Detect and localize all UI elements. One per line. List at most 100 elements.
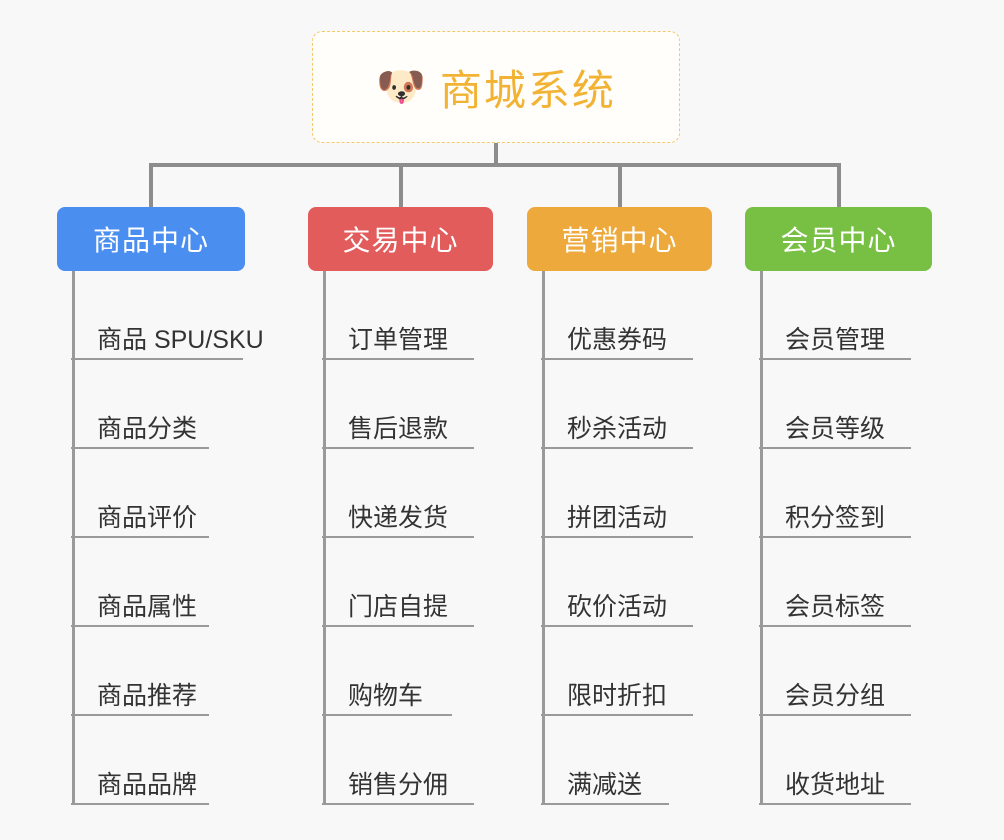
column-spine	[760, 271, 763, 805]
leaf-item-label: 商品评价	[97, 503, 198, 532]
connector-root-stem	[494, 143, 498, 167]
leaf-item-label: 优惠券码	[567, 325, 668, 354]
leaf-underline	[71, 358, 243, 360]
leaf-item-label: 购物车	[348, 681, 424, 710]
root-node[interactable]: 🐶 商城系统	[312, 31, 680, 143]
leaf-underline	[759, 536, 911, 538]
leaf-item-label: 会员标签	[785, 592, 886, 621]
leaf-item-label: 满减送	[567, 770, 643, 799]
leaf-underline	[759, 358, 911, 360]
leaf-item-label: 秒杀活动	[567, 414, 668, 443]
category-header-label: 交易中心	[342, 225, 459, 256]
leaf-item[interactable]: 会员标签	[745, 538, 932, 627]
leaf-underline	[322, 447, 474, 449]
column-product-center: 商品中心商品 SPU/SKU 商品分类商品评价商品属性商品推荐商品品牌	[57, 207, 264, 805]
leaf-item[interactable]: 秒杀活动	[527, 360, 712, 449]
column-spine	[542, 271, 545, 805]
leaf-underline	[759, 803, 911, 805]
leaf-item[interactable]: 购物车	[308, 627, 493, 716]
connector-drop-product-center	[149, 163, 153, 207]
leaf-underline	[759, 447, 911, 449]
category-header-product-center[interactable]: 商品中心	[57, 207, 245, 271]
leaf-item-label: 拼团活动	[567, 503, 668, 532]
leaf-item-label: 商品推荐	[97, 681, 198, 710]
leaf-item[interactable]: 商品品牌	[57, 716, 245, 805]
leaf-item-label: 收货地址	[785, 770, 886, 799]
leaf-item-label: 会员等级	[785, 414, 886, 443]
category-header-label: 营销中心	[561, 225, 678, 256]
leaf-item[interactable]: 会员分组	[745, 627, 932, 716]
category-header-trade-center[interactable]: 交易中心	[308, 207, 493, 271]
leaf-item-label: 订单管理	[348, 325, 449, 354]
leaf-underline	[322, 536, 474, 538]
leaf-item-label: 会员分组	[785, 681, 886, 710]
leaf-underline	[759, 625, 911, 627]
column-spine	[323, 271, 326, 805]
leaf-underline	[541, 358, 693, 360]
leaf-item-label: 售后退款	[348, 414, 449, 443]
leaf-item[interactable]: 订单管理	[308, 271, 493, 360]
connector-drop-member-center	[836, 163, 841, 207]
leaf-item[interactable]: 会员等级	[745, 360, 932, 449]
leaf-underline	[71, 714, 209, 716]
column-member-center: 会员中心会员管理会员等级积分签到会员标签会员分组收货地址	[745, 207, 932, 805]
leaf-list: 会员管理会员等级积分签到会员标签会员分组收货地址	[745, 271, 932, 805]
leaf-item[interactable]: 销售分佣	[308, 716, 493, 805]
leaf-underline	[71, 536, 209, 538]
leaf-item[interactable]: 满减送	[527, 716, 712, 805]
leaf-item-label: 门店自提	[348, 592, 449, 621]
category-header-member-center[interactable]: 会员中心	[745, 207, 932, 271]
leaf-item-label: 限时折扣	[567, 681, 668, 710]
leaf-item-label: 会员管理	[785, 325, 886, 354]
leaf-item[interactable]: 商品 SPU/SKU	[57, 271, 264, 360]
leaf-item[interactable]: 砍价活动	[527, 538, 712, 627]
leaf-item[interactable]: 限时折扣	[527, 627, 712, 716]
connector-drop-trade-center	[398, 163, 403, 207]
column-trade-center: 交易中心订单管理售后退款快递发货门店自提购物车销售分佣	[308, 207, 493, 805]
leaf-item[interactable]: 门店自提	[308, 538, 493, 627]
leaf-item-label: 快递发货	[348, 503, 449, 532]
leaf-underline	[322, 358, 474, 360]
leaf-item[interactable]: 收货地址	[745, 716, 932, 805]
leaf-underline	[759, 714, 911, 716]
category-header-label: 会员中心	[780, 225, 897, 256]
leaf-underline	[541, 536, 693, 538]
leaf-item[interactable]: 会员管理	[745, 271, 932, 360]
leaf-underline	[541, 714, 693, 716]
leaf-item[interactable]: 积分签到	[745, 449, 932, 538]
leaf-item-label: 商品 SPU/SKU	[97, 325, 264, 354]
leaf-underline	[541, 803, 669, 805]
leaf-underline	[322, 803, 474, 805]
category-header-marketing-center[interactable]: 营销中心	[527, 207, 712, 271]
leaf-item[interactable]: 拼团活动	[527, 449, 712, 538]
leaf-list: 优惠券码秒杀活动拼团活动砍价活动限时折扣满减送	[527, 271, 712, 805]
leaf-underline	[322, 625, 474, 627]
column-marketing-center: 营销中心优惠券码秒杀活动拼团活动砍价活动限时折扣满减送	[527, 207, 712, 805]
connector-drop-marketing-center	[617, 163, 622, 207]
connector-bus	[149, 163, 841, 167]
leaf-item-label: 商品分类	[97, 414, 198, 443]
leaf-item[interactable]: 商品推荐	[57, 627, 245, 716]
leaf-underline	[71, 447, 209, 449]
leaf-item-label: 商品属性	[97, 592, 198, 621]
leaf-item-label: 积分签到	[785, 503, 886, 532]
leaf-underline	[322, 714, 452, 716]
leaf-item[interactable]: 商品评价	[57, 449, 245, 538]
leaf-item[interactable]: 优惠券码	[527, 271, 712, 360]
leaf-item-label: 砍价活动	[567, 592, 668, 621]
leaf-underline	[541, 447, 693, 449]
leaf-list: 商品 SPU/SKU 商品分类商品评价商品属性商品推荐商品品牌	[57, 271, 264, 805]
leaf-item[interactable]: 快递发货	[308, 449, 493, 538]
root-title: 商城系统	[439, 66, 616, 114]
category-header-label: 商品中心	[92, 225, 209, 256]
leaf-underline	[71, 803, 209, 805]
leaf-underline	[71, 625, 209, 627]
leaf-underline	[541, 625, 693, 627]
leaf-item[interactable]: 售后退款	[308, 360, 493, 449]
leaf-item-label: 销售分佣	[348, 770, 449, 799]
leaf-item-label: 商品品牌	[97, 770, 198, 799]
leaf-item[interactable]: 商品分类	[57, 360, 245, 449]
dog-face-icon: 🐶	[376, 64, 426, 110]
leaf-item[interactable]: 商品属性	[57, 538, 245, 627]
